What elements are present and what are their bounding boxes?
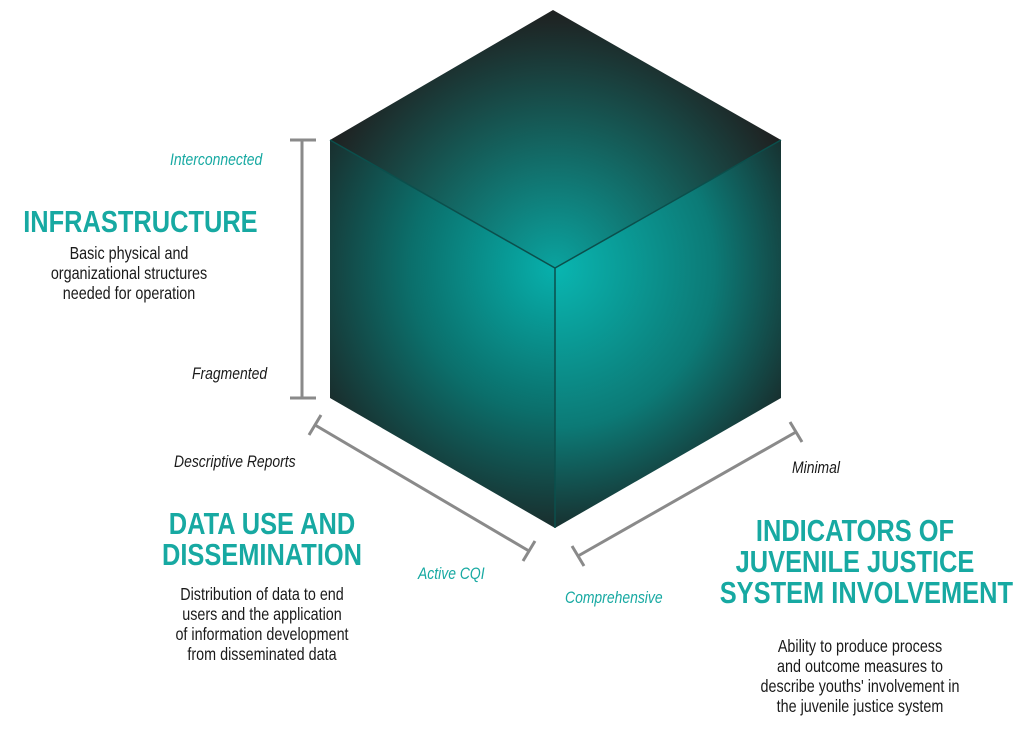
cube-edges <box>329 139 782 528</box>
description-line: needed for operation <box>62 283 196 303</box>
description-line: of information development <box>175 624 349 644</box>
description-line: organizational structures <box>50 263 208 283</box>
description-line: Distribution of data to end <box>180 584 344 604</box>
description-line: Ability to produce process <box>777 636 943 656</box>
infrastructure-low-label: Fragmented <box>192 364 268 383</box>
infrastructure-title: INFRASTRUCTURE <box>23 204 258 239</box>
indicators-title: INDICATORS OF JUVENILE JUSTICE SYSTEM IN… <box>690 515 1020 608</box>
title-line: INDICATORS OF <box>755 513 955 548</box>
data-use-end-label: Active CQI <box>418 564 485 583</box>
indicators-axis-bracket <box>570 421 804 567</box>
description-line: the juvenile justice system <box>776 696 944 716</box>
description-line: from disseminated data <box>187 644 337 664</box>
infrastructure-description: Basic physical and organizational struct… <box>0 243 258 303</box>
title-line: JUVENILE JUSTICE <box>735 544 975 579</box>
data-use-description: Distribution of data to end users and th… <box>132 584 392 664</box>
title-line: SYSTEM INVOLVEMENT <box>719 575 1014 610</box>
title-line: DATA USE AND <box>168 506 356 541</box>
data-use-axis-bracket <box>307 414 537 562</box>
indicators-description: Ability to produce process and outcome m… <box>710 636 1010 716</box>
infrastructure-axis-bracket <box>290 138 316 400</box>
title-line: DISSEMINATION <box>161 537 363 572</box>
data-use-title: DATA USE AND DISSEMINATION <box>132 508 392 570</box>
data-use-start-label: Descriptive Reports <box>174 452 296 471</box>
cube-left-face <box>330 140 555 528</box>
cube-right-face <box>555 140 781 528</box>
indicators-end-label: Minimal <box>792 458 841 477</box>
description-line: users and the application <box>182 604 342 624</box>
infrastructure-high-label: Interconnected <box>170 150 263 169</box>
description-line: describe youths' involvement in <box>760 676 960 696</box>
description-line: Basic physical and <box>69 243 189 263</box>
description-line: and outcome measures to <box>777 656 943 676</box>
indicators-start-label: Comprehensive <box>565 588 663 607</box>
